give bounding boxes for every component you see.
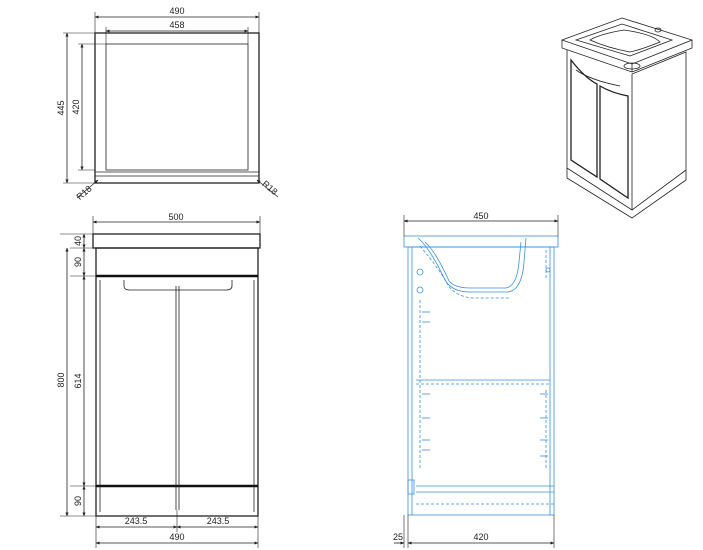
dim-door-left-width: 243.5 — [125, 516, 148, 526]
radius-right: R18 — [260, 179, 279, 197]
front-worktop — [92, 233, 261, 249]
dim-total-height: 800 — [56, 372, 66, 387]
dim-lower-rail: 90 — [73, 496, 83, 506]
top-view-outline — [94, 32, 260, 184]
dim-inner-width: 458 — [169, 20, 184, 30]
dim-base-width: 490 — [169, 532, 184, 542]
top-view: 490 458 445 420 R18 R18 — [56, 6, 279, 202]
front-view: 500 40 90 614 90 800 243.5 243.5 490 — [56, 212, 261, 548]
dim-side-depth: 450 — [473, 211, 488, 221]
side-worktop — [403, 235, 559, 248]
dim-door-height: 614 — [73, 373, 83, 388]
dim-back-offset: 25 — [393, 532, 403, 542]
dim-top-thickness: 40 — [73, 236, 83, 246]
dim-front-top-width: 500 — [168, 212, 183, 222]
dim-door-right-width: 243.5 — [207, 516, 230, 526]
side-cabinet — [407, 246, 555, 516]
front-cabinet — [95, 247, 259, 517]
top-view-basin-rim — [105, 43, 249, 171]
dim-body-depth: 420 — [473, 532, 488, 542]
iso-door-right — [599, 84, 629, 200]
front-handle-recess — [123, 280, 233, 291]
isometric-view — [560, 17, 694, 219]
dim-depth: 445 — [56, 100, 66, 115]
side-basin-profile — [417, 237, 527, 293]
dim-top-width: 490 — [169, 6, 184, 16]
iso-basin — [589, 29, 661, 53]
iso-door-left — [570, 58, 598, 179]
dim-upper-rail: 90 — [73, 257, 83, 267]
dim-inner-depth: 420 — [71, 99, 81, 114]
side-view: 450 25 420 — [393, 211, 559, 548]
